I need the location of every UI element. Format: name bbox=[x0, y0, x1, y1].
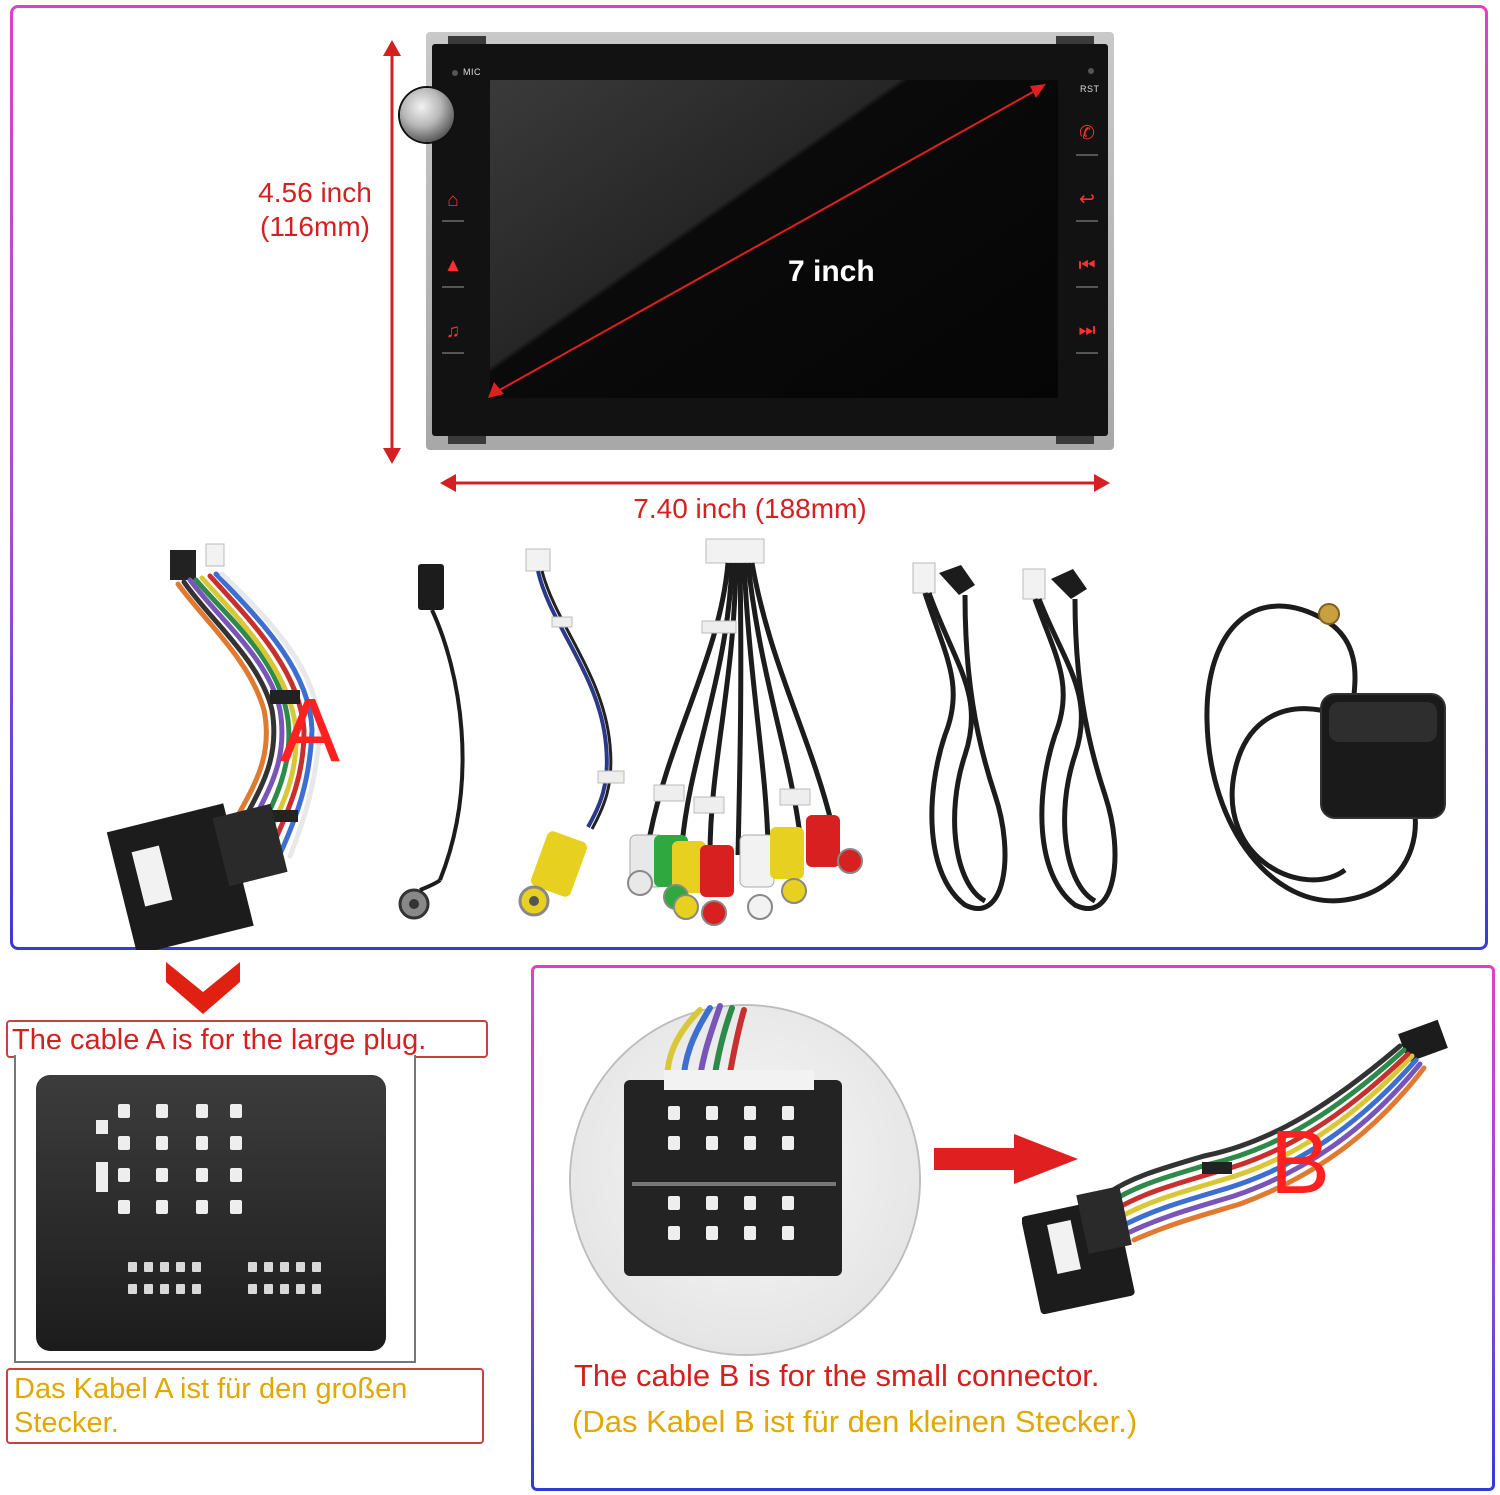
cable-a-caption-de: Das Kabel A ist für den großen Stecker. bbox=[14, 1373, 408, 1439]
volume-knob[interactable] bbox=[400, 88, 454, 142]
music-icon[interactable]: ♫ bbox=[445, 321, 461, 342]
cable-a-caption-box: The cable A is for the large plug. bbox=[6, 1020, 488, 1058]
height-dimension-arrow bbox=[383, 40, 401, 464]
diagonal-arrow bbox=[488, 84, 1046, 398]
height-inch-label: 4.56 inch bbox=[258, 177, 372, 208]
large-plug-pins bbox=[118, 1104, 268, 1224]
antenna-adapter-cable bbox=[398, 564, 465, 920]
plug-key bbox=[96, 1162, 108, 1192]
width-label: 7.40 inch (188mm) bbox=[633, 493, 867, 524]
gps-antenna bbox=[1204, 603, 1446, 904]
usb-cable-1 bbox=[912, 562, 1008, 911]
bezel-tab bbox=[448, 36, 486, 44]
button-divider bbox=[1076, 220, 1098, 222]
cable-a-caption-en: The cable A is for the large plug. bbox=[12, 1024, 427, 1056]
right-arrow-icon bbox=[934, 1134, 1078, 1184]
video-rca-cable bbox=[518, 548, 625, 917]
bezel-tab bbox=[1056, 436, 1094, 444]
button-divider bbox=[442, 286, 464, 288]
screen-size-label: 7 inch bbox=[788, 255, 875, 288]
rca-output-bundle bbox=[627, 538, 863, 926]
cable-a-caption-de-box: Das Kabel A ist für den großen Stecker. bbox=[6, 1368, 484, 1444]
height-mm-label: (116mm) bbox=[260, 211, 370, 242]
cable-a-harness bbox=[106, 543, 323, 950]
small-connector-label bbox=[664, 1070, 814, 1090]
button-divider bbox=[442, 352, 464, 354]
head-unit-screen bbox=[490, 80, 1058, 398]
back-icon[interactable]: ↩ bbox=[1079, 189, 1095, 210]
previous-track-icon[interactable]: ⏮ bbox=[1078, 255, 1096, 276]
width-dimension-arrow bbox=[440, 474, 1110, 492]
cable-a-marker: A bbox=[280, 681, 341, 781]
phone-icon[interactable]: ✆ bbox=[1079, 123, 1095, 144]
small-connector-pins bbox=[660, 1100, 810, 1250]
navigation-icon[interactable]: ▲ bbox=[443, 255, 463, 276]
mic-hole bbox=[452, 70, 458, 76]
cable-b-caption-de: (Das Kabel B ist für den kleinen Stecker… bbox=[572, 1404, 1138, 1439]
cable-b-harness bbox=[1022, 1019, 1448, 1315]
button-divider bbox=[1076, 286, 1098, 288]
plug-key bbox=[96, 1120, 108, 1134]
down-chevron-icon bbox=[166, 962, 240, 1014]
reset-hole[interactable] bbox=[1088, 68, 1094, 74]
usb-cable-2 bbox=[1022, 568, 1118, 911]
mic-label: MIC bbox=[463, 67, 481, 77]
small-connector-body bbox=[624, 1080, 842, 1276]
button-divider bbox=[442, 220, 464, 222]
next-track-icon[interactable]: ⏭ bbox=[1078, 320, 1096, 341]
home-icon[interactable]: ⌂ bbox=[447, 190, 459, 211]
cable-b-marker: B bbox=[1270, 1113, 1331, 1213]
large-plug-connector bbox=[36, 1075, 386, 1351]
bezel-tab bbox=[1056, 36, 1094, 44]
button-divider bbox=[1076, 154, 1098, 156]
height-label: 4.56 inch (116mm) bbox=[240, 176, 390, 244]
large-plug-small-pins bbox=[128, 1262, 332, 1306]
rst-label: RST bbox=[1080, 84, 1100, 94]
button-divider bbox=[1076, 352, 1098, 354]
bezel-tab bbox=[448, 436, 486, 444]
cable-b-caption-en: The cable B is for the small connector. bbox=[574, 1358, 1100, 1393]
connector-divider bbox=[632, 1182, 836, 1186]
